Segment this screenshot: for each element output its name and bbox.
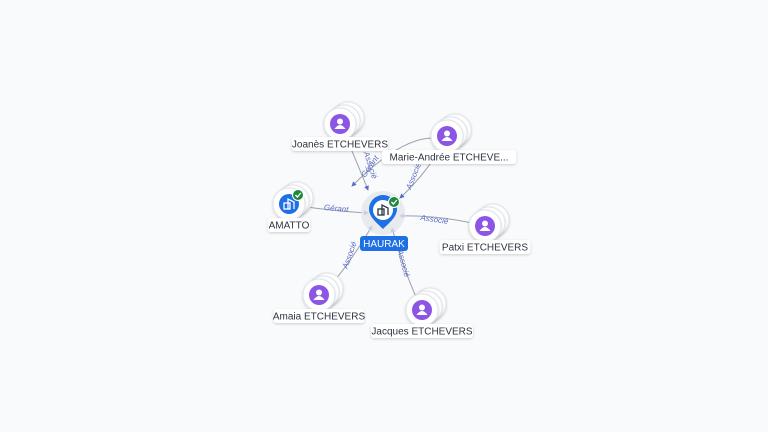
node-amaia-etchevers[interactable]: Amaia ETCHEVERS (273, 272, 366, 323)
edge-label-amaia-5: Associé (340, 240, 359, 271)
node-label: AMATTO (269, 221, 310, 232)
edge-label-patxi-4: Associé (419, 213, 450, 226)
node-jacques-etchevers[interactable]: Jacques ETCHEVERS (371, 287, 473, 338)
edge-label-amatto-3: Gérant (324, 203, 350, 214)
node-label: Jacques ETCHEVERS (371, 327, 472, 338)
node-joan-s-etchevers[interactable]: Joanès ETCHEVERS (291, 101, 389, 151)
node-label: Marie-Andrée ETCHEVE... (390, 153, 509, 164)
node-label: Patxi ETCHEVERS (442, 243, 528, 254)
node-marie-andr-e-etcheve[interactable]: Marie-Andrée ETCHEVE... (381, 113, 517, 164)
center-label-pill (360, 236, 408, 251)
node-patxi-etchevers[interactable]: Patxi ETCHEVERS (439, 203, 531, 254)
check-badge-icon (292, 189, 304, 201)
edge-label-jacques-6: Associé (395, 248, 411, 279)
person-icon (479, 220, 491, 231)
person-icon (334, 118, 346, 129)
person-icon (313, 289, 325, 300)
person-icon (416, 304, 428, 315)
center-label: HAURAK (363, 239, 405, 250)
node-label: Amaia ETCHEVERS (273, 312, 366, 323)
node-label: Joanès ETCHEVERS (292, 140, 388, 151)
person-icon (441, 130, 453, 141)
building-icon (377, 203, 389, 216)
node-amatto[interactable]: AMATTO (267, 181, 314, 232)
center-node[interactable]: HAURAK (360, 191, 408, 251)
building-icon (283, 197, 295, 210)
check-badge-icon (388, 196, 400, 208)
